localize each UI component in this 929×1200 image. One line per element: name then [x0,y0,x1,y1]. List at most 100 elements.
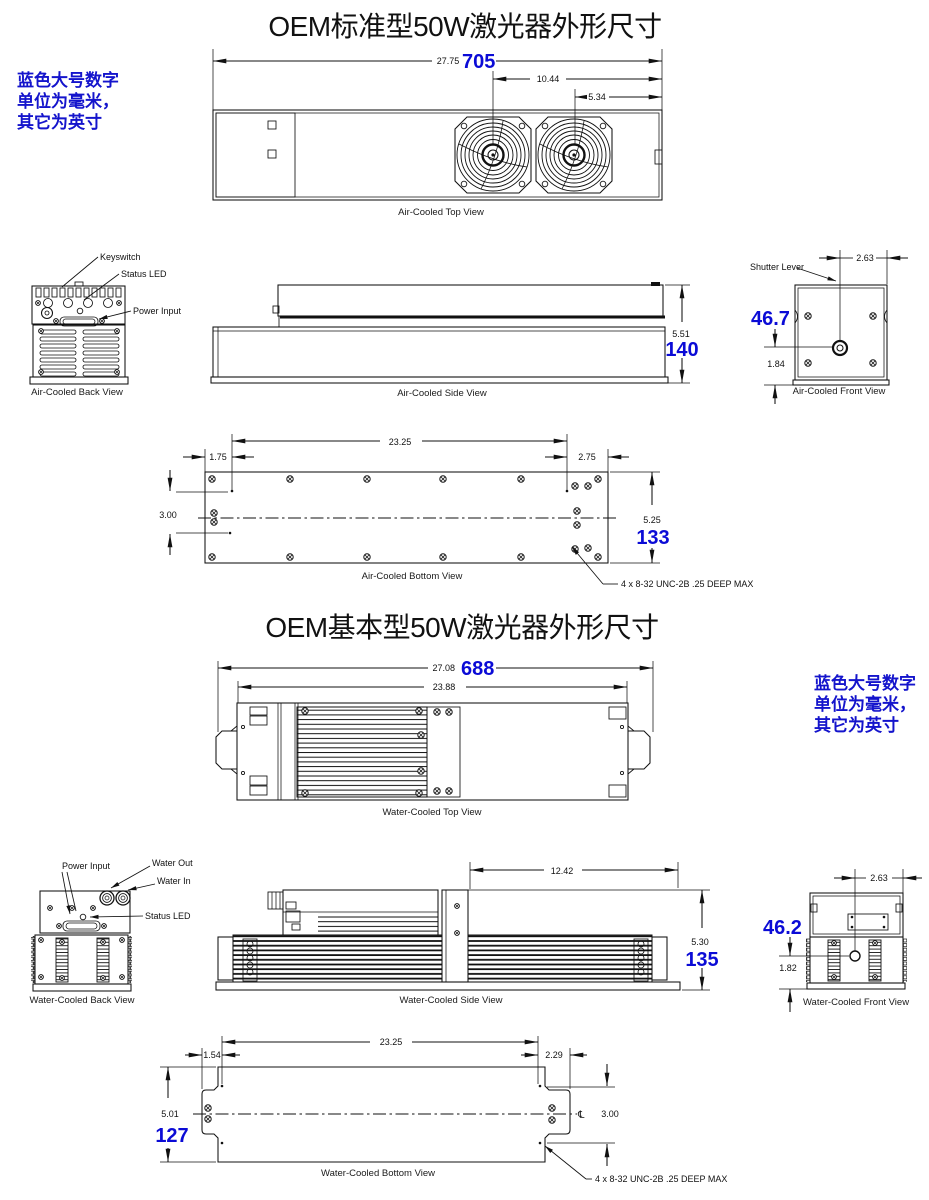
air-back-slats [39,329,120,377]
air-cooled-top-view: 27.75 705 10.44 5.34 Air-Cooled Top View [212,49,663,218]
air-side-lower-body [212,326,666,378]
label-status-led-w: Status LED [145,911,191,921]
label-water-out: Water Out [152,858,193,868]
air-cooled-side-view: 5.51 140 Air-Cooled Side View [210,282,699,399]
dim-water-row-span: 3.00 [601,1109,619,1119]
water-back-caption: Water-Cooled Back View [29,995,134,1006]
water-top-caption: Water-Cooled Top View [382,807,481,818]
label-keyswitch: Keyswitch [100,252,141,262]
dim-water-height-mm: 135 [685,949,718,971]
dim-air-left-offset: 1.75 [209,452,227,462]
label-shutter-lever: Shutter Lever [750,262,804,272]
water-bottom-plate [201,1066,571,1163]
water-back-base [32,983,132,992]
label-status-led: Status LED [121,269,167,279]
water-top-left-flange [215,730,237,770]
fan-2 [534,115,614,195]
water-bottom-caption: Water-Cooled Bottom View [321,1168,435,1179]
label-power-input-w: Power Input [62,861,111,871]
dim-water-front-width: 2.63 [870,873,888,883]
water-cooled-top-view: 27.08 688 23.88 Water-Cooled Top View [215,658,654,818]
dim-water-right-offset: 2.29 [545,1050,563,1060]
dim-air-depth-mm: 133 [636,527,669,549]
water-back-heatsink [34,934,129,985]
dim-water-overall-mm: 688 [461,658,494,680]
dim-air-beam-in: 1.84 [767,359,785,369]
dim-water-depth-in: 5.01 [161,1109,179,1119]
water-cooled-bottom-view: 23.25 1.54 2.29 5.01 127 ℄ 3.00 4 x 8-32… [155,1035,727,1184]
air-section-title: OEM标准型50W激光器外形尺寸 [268,11,661,42]
water-in-port [115,890,131,906]
air-top-body [212,109,663,201]
dim-water-beam-mm: 46.2 [763,917,802,939]
status-led [76,307,84,315]
water-out-port [99,890,115,906]
water-front-base [806,982,906,990]
power-connector-w [62,920,101,932]
label-water-in: Water In [157,876,191,886]
note-line-2: 单位为毫米， [17,91,119,111]
power-connector [59,316,99,327]
air-top-left-panel [215,112,296,198]
water-section-title: OEM基本型50W激光器外形尺寸 [265,612,658,643]
water-side-heatsink-right [467,934,653,983]
air-back-vent-slots [35,287,122,298]
note-line-1: 蓝色大号数字 [814,673,916,693]
dim-water-left-offset: 1.54 [203,1050,221,1060]
water-front-caption: Water-Cooled Front View [803,997,909,1008]
note-line-1: 蓝色大号数字 [17,70,119,90]
air-side-base [210,376,669,384]
air-thread-note: 4 x 8-32 UNC-2B .25 DEEP MAX [621,579,753,589]
water-cooled-back-view: Power Input Water Out Water In Status LE… [29,858,193,1006]
dim-air-beam-mm: 46.7 [751,308,790,330]
air-back-caption: Air-Cooled Back View [31,387,123,398]
keyswitch [40,306,54,320]
dim-air-overall-in: 27.75 [437,56,460,66]
air-cooled-back-view: Keyswitch Status LED Power Input Air-Coo… [29,252,182,398]
air-side-upper-body [277,284,664,317]
dim-water-hole-span: 23.25 [380,1037,403,1047]
dim-air-right-offset: 2.75 [578,452,596,462]
water-cooled-side-view: 12.42 5.30 135 Water-Cooled Side View [215,862,719,1006]
water-cooled-front-view: 2.63 46.2 1.82 Water-Cooled Front View [763,869,922,1012]
dim-water-body-in: 23.88 [433,682,456,692]
water-top-manifold [426,706,461,798]
air-cooled-bottom-view: 23.25 1.75 2.75 3.00 5.25 133 4 x 8-32 U… [159,434,753,589]
water-back-upper-body [39,890,131,934]
dim-air-depth-in: 5.25 [643,515,661,525]
dim-air-height-in: 5.51 [672,329,690,339]
dim-water-overall-in: 27.08 [432,663,455,673]
dim-water-height-in: 5.30 [691,937,709,947]
air-front-base [792,379,890,386]
dim-air-hole-span: 23.25 [389,437,412,447]
water-side-aperture [267,891,284,910]
water-side-heatsink-left [232,934,443,983]
note-line-2: 单位为毫米， [814,694,916,714]
water-side-base [215,981,681,991]
shutter-aperture [831,339,849,357]
air-cooled-front-view: 2.63 Shutter Lever 46.7 1.84 Air-Cooled … [750,250,908,404]
dim-water-span: 12.42 [551,866,574,876]
status-led-w [79,913,87,921]
dim-air-front-width: 2.63 [856,253,874,263]
blue-note-left: 蓝色大号数字 单位为毫米， 其它为英寸 [17,70,119,132]
water-thread-note: 4 x 8-32 UNC-2B .25 DEEP MAX [595,1174,727,1184]
dim-air-overall-mm: 705 [462,51,495,73]
blue-note-right: 蓝色大号数字 单位为毫米， 其它为英寸 [814,673,916,735]
dim-air-fan1: 10.44 [537,74,560,84]
air-front-caption: Air-Cooled Front View [793,386,886,397]
note-line-3: 其它为英寸 [814,715,899,735]
air-bottom-caption: Air-Cooled Bottom View [362,571,463,582]
water-top-heatsink [296,706,428,798]
dim-air-height-mm: 140 [665,339,698,361]
dim-air-fan2: 5.34 [588,92,606,102]
note-line-3: 其它为英寸 [17,112,102,132]
water-top-body [236,702,629,801]
beam-aperture-w [849,950,861,962]
dim-water-depth-mm: 127 [155,1125,188,1147]
centerline-symbol: ℄ [577,1110,585,1121]
water-side-caption: Water-Cooled Side View [400,995,503,1006]
air-top-right-connector [654,149,663,165]
